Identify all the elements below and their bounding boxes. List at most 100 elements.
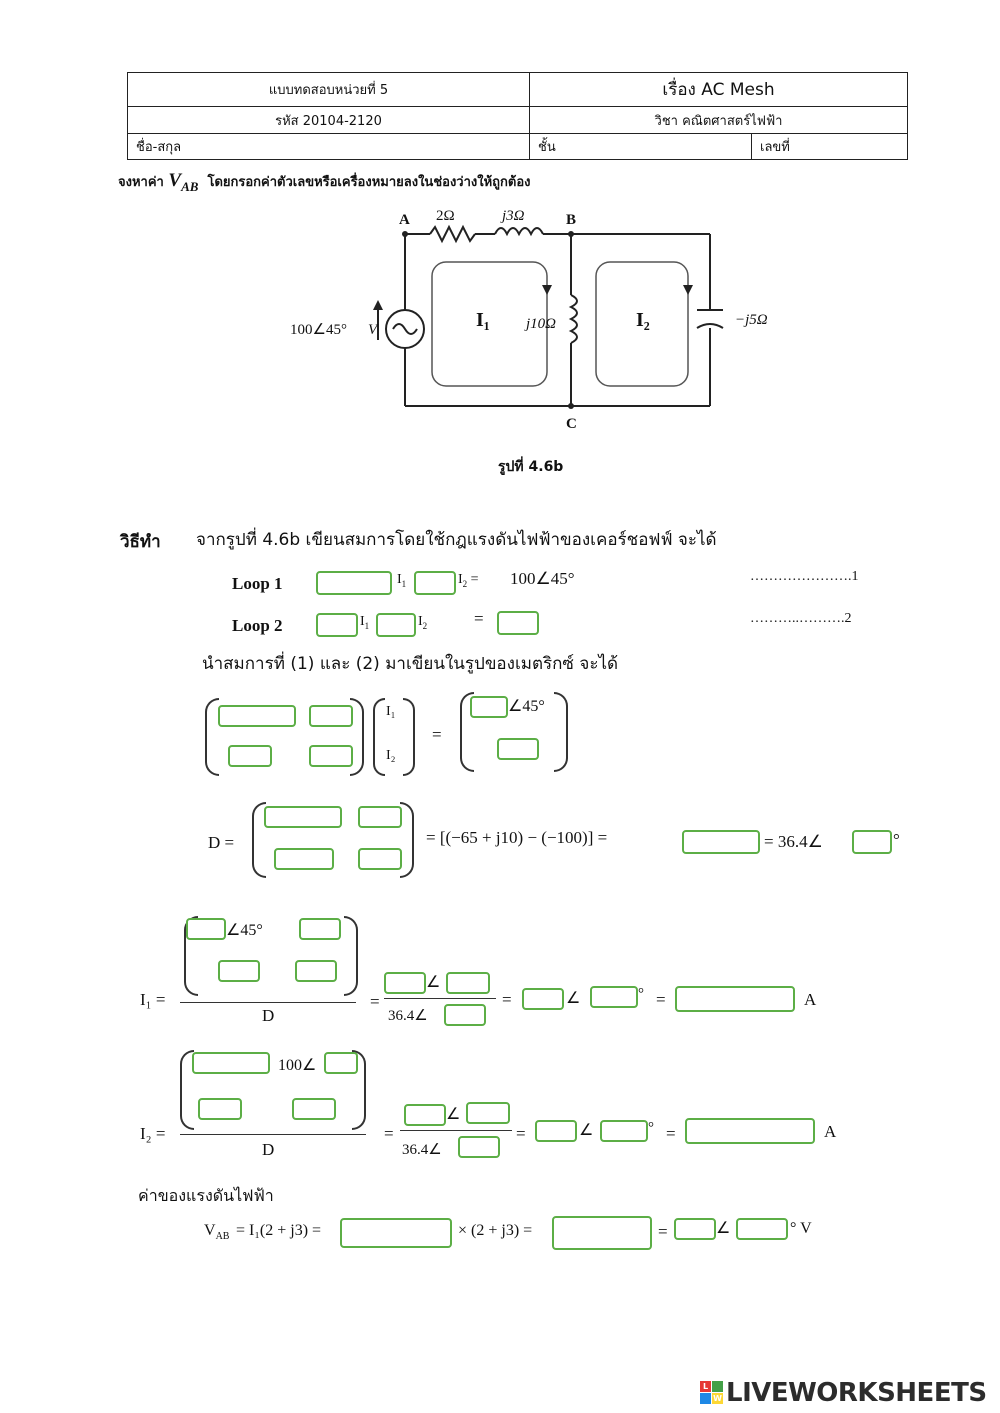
answer-i1-num-a22[interactable] — [295, 960, 337, 982]
node-c-label: C — [566, 416, 577, 432]
rhs-right-paren — [554, 692, 568, 772]
i1-angle45: ∠45° — [226, 922, 263, 939]
answer-loop2-coef-i2[interactable] — [376, 613, 416, 637]
answer-i2-num-a11[interactable] — [192, 1052, 270, 1074]
topic: เรื่อง AC Mesh — [529, 72, 908, 107]
source-label: 100∠45° — [290, 322, 347, 338]
equation1-ref: ………………….1 — [750, 569, 859, 584]
i1-fraction-bar-2 — [384, 998, 496, 999]
angle-symbol: ∠ — [426, 974, 441, 991]
answer-i1-num-v2[interactable] — [218, 960, 260, 982]
answer-det-a21[interactable] — [274, 848, 334, 870]
answer-matrix-a12[interactable] — [309, 705, 353, 727]
vector-i2: I₂ — [386, 748, 396, 763]
equals-sign: = — [474, 609, 484, 628]
answer-det-a11[interactable] — [264, 806, 342, 828]
loop1-label: Loop 1 — [232, 574, 283, 593]
equals-sign: = — [656, 990, 666, 1009]
node-b-label: B — [566, 212, 576, 228]
loop1-rhs: 100∠45° — [510, 569, 575, 588]
source-unit: V — [368, 322, 379, 338]
answer-i1-num-ang[interactable] — [446, 972, 490, 994]
vab-var: VAB — [168, 170, 199, 194]
answer-i2-num-v1-ang[interactable] — [324, 1052, 358, 1074]
course-code: รหัส 20104-2120 — [127, 106, 530, 134]
r1-label: 2Ω — [436, 208, 455, 224]
answer-i2-num-mag[interactable] — [404, 1104, 446, 1126]
vab-expression: = I₁(2 + j3) = — [236, 1222, 322, 1239]
answer-vab-rect[interactable] — [552, 1216, 652, 1250]
answer-det-a12[interactable] — [358, 806, 402, 828]
answer-i2-num-ang[interactable] — [466, 1102, 510, 1124]
class-label: ชั้น — [529, 133, 752, 160]
answer-loop1-coef-i1[interactable] — [316, 571, 392, 595]
instruction: จงหาค่า VAB โดยกรอกค่าตัวเลขหรือเครื่องห… — [118, 170, 531, 194]
answer-loop1-coef-i2[interactable] — [414, 571, 456, 595]
equals-sign: = — [666, 1124, 676, 1143]
number-label: เลขที่ — [751, 133, 908, 160]
answer-rhs-v1-mag[interactable] — [470, 696, 508, 718]
answer-i1-rect[interactable] — [675, 986, 795, 1012]
circuit-diagram: A B C 2Ω j3Ω j10Ω −j5Ω 100∠45° V I₁ I₂ — [290, 208, 768, 432]
i2-subscript: I2 — [418, 614, 428, 631]
answer-vab-mag[interactable] — [674, 1218, 716, 1240]
voltage-heading: ค่าของแรงดันไฟฟ้า — [138, 1186, 274, 1205]
subject-name: วิชา คณิตศาสตร์ไฟฟ้า — [529, 106, 908, 134]
answer-i2-polar-ang[interactable] — [600, 1120, 648, 1142]
answer-matrix-a11[interactable] — [218, 705, 296, 727]
answer-loop2-coef-i1[interactable] — [316, 613, 358, 637]
figure-caption: รูปที่ 4.6b — [498, 459, 564, 475]
answer-vab-ang[interactable] — [736, 1218, 788, 1240]
angle-symbol: ∠ — [579, 1122, 594, 1139]
answer-det-rect[interactable] — [682, 830, 760, 854]
c1-label: −j5Ω — [735, 312, 768, 328]
angle-symbol: ∠ — [566, 990, 581, 1007]
angle-symbol: ∠ — [446, 1106, 461, 1123]
i2-m100: 100∠ — [278, 1057, 317, 1074]
loop2-label: I₂ — [636, 309, 650, 331]
answer-i1-num-v1[interactable] — [186, 918, 226, 940]
answer-loop2-rhs[interactable] — [497, 611, 539, 635]
l1-label: j3Ω — [500, 208, 525, 224]
i2-subscript: I2 = — [458, 572, 479, 589]
determinant-label: D = — [208, 833, 235, 852]
liveworksheets-logo-icon: L W — [700, 1381, 724, 1405]
i1-fraction-bar — [180, 1002, 356, 1003]
vab-multiplier: × (2 + j3) = — [458, 1222, 533, 1239]
i1-label: I₁ = — [140, 990, 166, 1009]
det-right-paren — [400, 802, 414, 878]
liveworksheets-brand: LIVEWORKSHEETS — [726, 1378, 987, 1408]
degree-symbol: ° — [638, 986, 644, 1002]
answer-det-angle[interactable] — [852, 830, 892, 854]
test-title: แบบทดสอบหน่วยที่ 5 — [127, 72, 530, 107]
answer-i1-polar-ang[interactable] — [590, 986, 638, 1008]
equals-sign: = — [370, 992, 380, 1011]
answer-i2-num-a21[interactable] — [198, 1098, 242, 1120]
answer-i2-rect[interactable] — [685, 1118, 815, 1144]
degree-symbol: ° — [648, 1120, 654, 1136]
answer-i1-denom-ang[interactable] — [444, 1004, 486, 1026]
answer-i1-polar-mag[interactable] — [522, 988, 564, 1010]
answer-i2-polar-mag[interactable] — [535, 1120, 577, 1142]
answer-vab-i1[interactable] — [340, 1218, 452, 1248]
answer-i2-num-v2[interactable] — [292, 1098, 336, 1120]
determinant-expression: = [(−65 + j10) − (−100)] = — [426, 828, 608, 847]
i1-subscript: I1 — [397, 572, 407, 589]
answer-matrix-a22[interactable] — [309, 745, 353, 767]
answer-i2-denom-ang[interactable] — [458, 1136, 500, 1158]
i2-denominator: D — [262, 1140, 275, 1159]
inductor-j10 — [568, 294, 578, 344]
vector-left-paren — [373, 698, 385, 776]
determinant-result: = 36.4∠ — [764, 832, 823, 851]
answer-matrix-a21[interactable] — [228, 745, 272, 767]
answer-det-a22[interactable] — [358, 848, 402, 870]
matrix-intro: นำสมการที่ (1) และ (2) มาเขียนในรูปของเม… — [202, 654, 619, 674]
equals-sign: = — [432, 725, 442, 744]
matrix-left-paren — [205, 698, 219, 776]
answer-i1-num-mag[interactable] — [384, 972, 426, 994]
i2-fraction-bar — [180, 1134, 366, 1135]
resistor-2ohm — [429, 224, 476, 244]
answer-rhs-v2[interactable] — [497, 738, 539, 760]
answer-i1-num-a12[interactable] — [299, 918, 341, 940]
equals-sign: = — [516, 1124, 526, 1143]
